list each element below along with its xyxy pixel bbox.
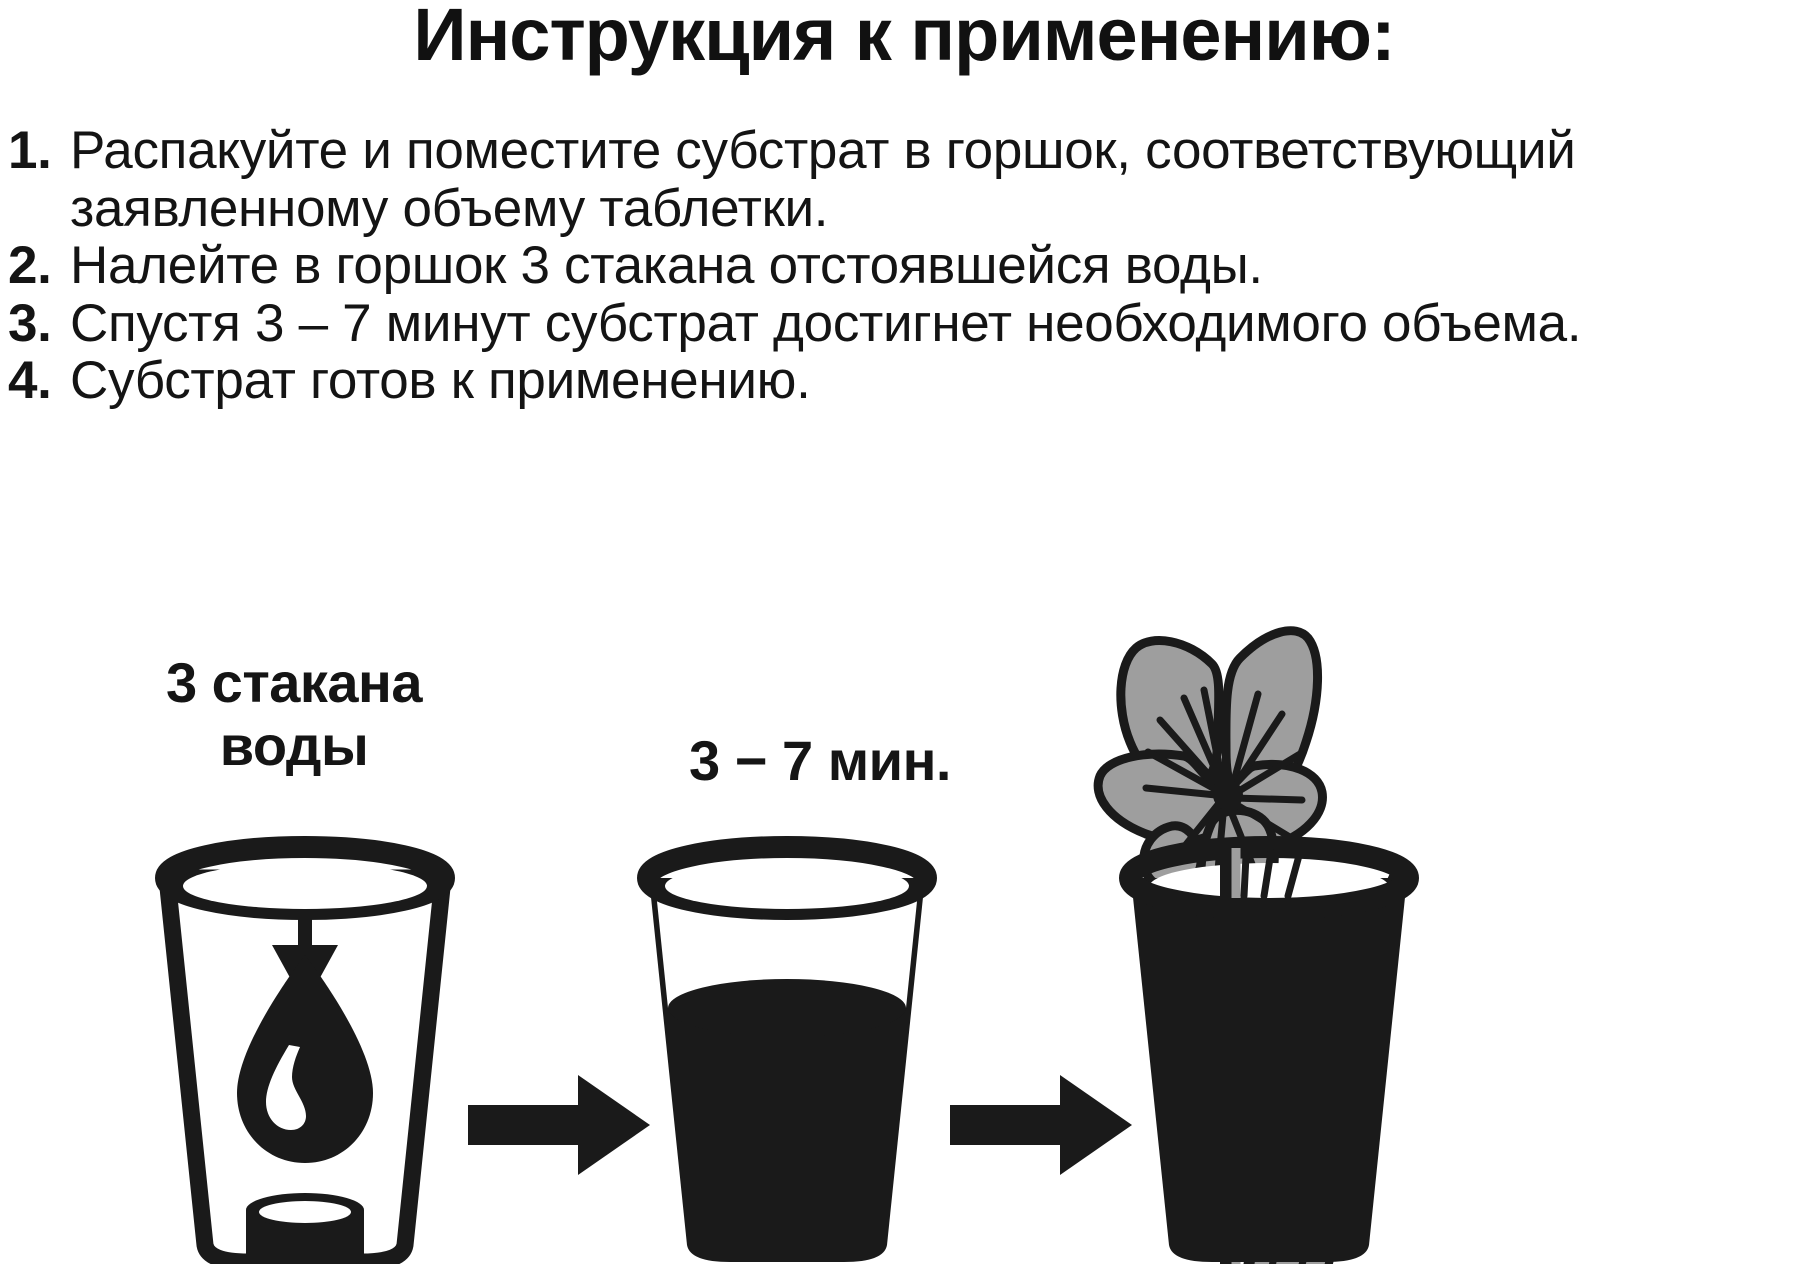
pot-filled-substrate-icon (637, 836, 937, 1262)
caption-wait-time: 3 − 7 мин. (689, 729, 951, 792)
list-item: 2. Налейте в горшок 3 стакана отстоявшей… (8, 237, 1800, 295)
substrate-tablet (246, 1193, 364, 1264)
diagram-canvas (155, 626, 1419, 1264)
pot-with-orchid-icon (1093, 626, 1419, 1264)
instruction-list: 1. Распакуйте и поместите субстрат в гор… (8, 122, 1800, 410)
list-item: 1. Распакуйте и поместите субстрат в гор… (8, 122, 1800, 237)
list-item: 3. Спустя 3 – 7 минут субстрат достигнет… (8, 293, 1800, 353)
pot-with-tablet-icon (155, 836, 455, 1264)
step-text: Распакуйте и поместите субстрат в горшок… (70, 121, 1576, 238)
step-number: 4. (8, 351, 52, 410)
step-text: Спустя 3 – 7 минут субстрат достигнет не… (70, 293, 1582, 353)
process-diagram: 3 стакана воды 3 − 7 мин. (0, 590, 1808, 1264)
step-text: Субстрат готов к применению. (70, 351, 811, 410)
page-title: Инструкция к применению: (413, 0, 1395, 76)
step-text: Налейте в горшок 3 стакана отстоявшейся … (70, 236, 1263, 295)
arrow-right-icon (950, 1075, 1132, 1175)
step-number: 3. (8, 293, 52, 353)
step-number: 1. (8, 121, 52, 180)
step-number: 2. (8, 236, 52, 295)
arrow-right-icon (468, 1075, 650, 1175)
orchid-center (1213, 780, 1243, 810)
caption-water-amount: 3 стакана воды (165, 651, 423, 777)
list-item: 4. Субстрат готов к применению. (8, 352, 1800, 410)
water-drop-icon (237, 955, 373, 1163)
